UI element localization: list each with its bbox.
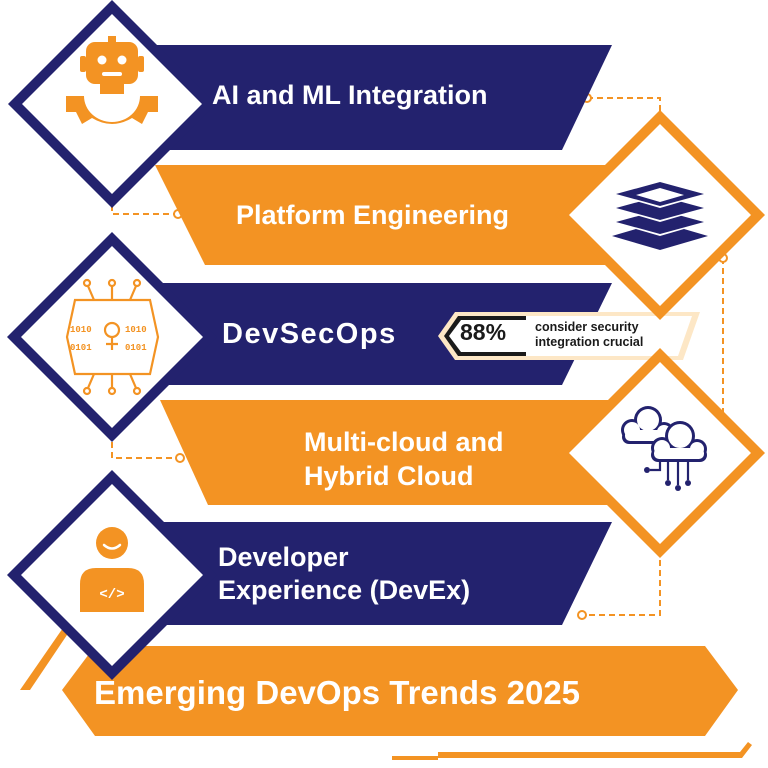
trend-label-multicloud-line2: Hybrid Cloud — [304, 461, 474, 491]
banner-ai-ml — [148, 45, 612, 150]
svg-text:</>: </> — [99, 587, 124, 603]
connector-3-4 — [111, 432, 180, 459]
trend-label-devex-line2: Experience (DevEx) — [218, 575, 471, 605]
svg-text:0101: 0101 — [70, 343, 92, 353]
developer-code-icon: </> — [80, 527, 144, 612]
stat-text: consider security integration crucial — [535, 320, 643, 350]
trend-label-platform-engineering: Platform Engineering — [236, 200, 510, 230]
stat-text-line1: consider security — [535, 320, 639, 334]
layers-icon — [612, 180, 708, 250]
trend-label-devex-line1: Developer — [218, 542, 349, 572]
diamond-platform-engineering — [555, 110, 765, 320]
svg-text:0101: 0101 — [125, 343, 147, 353]
title-banner-decor — [20, 625, 752, 760]
diamond-multicloud — [555, 348, 765, 558]
connector-2-3 — [111, 195, 178, 215]
trend-label-ai-ml: AI and ML Integration — [212, 80, 488, 110]
title-banner — [62, 646, 738, 736]
diamond-devsecops: 1010 1010 0101 0101 — [7, 232, 217, 442]
cloud-network-icon — [621, 406, 707, 491]
stat-badge — [438, 312, 700, 360]
svg-text:1010: 1010 — [70, 325, 92, 335]
trend-label-devex: Developer Experience (DevEx) — [218, 541, 470, 607]
robot-gear-icon — [66, 36, 158, 124]
connector-1-2 — [587, 97, 661, 125]
trend-label-multicloud: Multi-cloud and Hybrid Cloud — [304, 425, 503, 493]
connector-4-5 — [582, 550, 661, 616]
trend-label-multicloud-line1: Multi-cloud and — [304, 427, 504, 457]
binary-circuit-lock-icon: 1010 1010 0101 0101 — [65, 278, 160, 396]
banner-platform-engineering — [155, 165, 628, 265]
diamond-devex: </> — [7, 470, 217, 680]
banner-devex — [148, 522, 612, 625]
stat-value: 88% — [460, 319, 507, 345]
diamond-ai-ml — [8, 0, 216, 208]
page-title: Emerging DevOps Trends 2025 — [94, 674, 581, 711]
banner-multicloud — [160, 400, 628, 505]
stat-text-line2: integration crucial — [535, 335, 644, 349]
svg-text:1010: 1010 — [125, 325, 147, 335]
trend-label-devsecops: DevSecOps — [222, 318, 397, 350]
